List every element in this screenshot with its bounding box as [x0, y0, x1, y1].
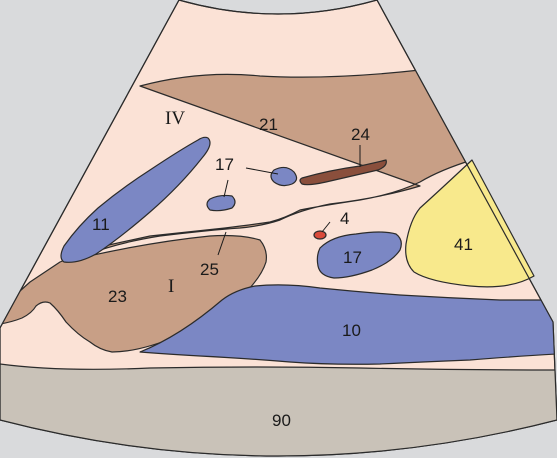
label-23: 23 — [108, 287, 127, 306]
label-25: 25 — [200, 260, 219, 279]
label-4: 4 — [340, 209, 349, 228]
label-90: 90 — [272, 411, 291, 430]
artery-4 — [314, 231, 326, 239]
label-21: 21 — [259, 115, 278, 134]
label-41: 41 — [454, 235, 473, 254]
label-10: 10 — [342, 321, 361, 340]
label-11: 11 — [92, 215, 110, 234]
label-17-top: 17 — [215, 155, 234, 174]
label-segment-iv: IV — [165, 108, 185, 129]
label-24: 24 — [351, 125, 370, 144]
vessel-17-top — [271, 167, 297, 185]
label-segment-i: I — [168, 276, 174, 297]
label-17-right: 17 — [343, 248, 362, 267]
